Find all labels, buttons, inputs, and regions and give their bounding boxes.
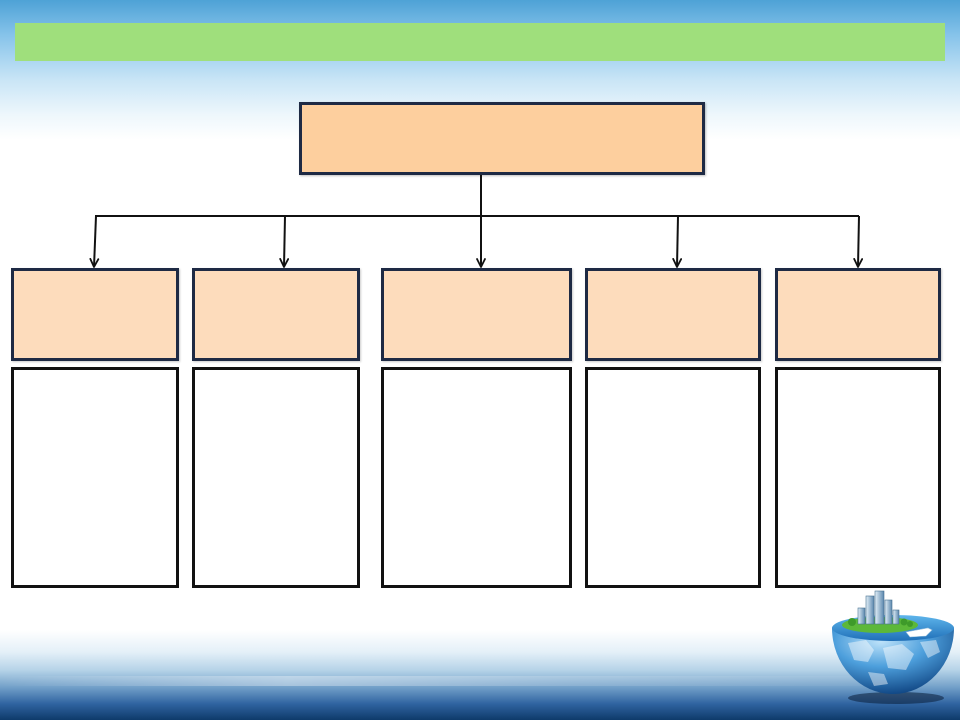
footer-light-streak xyxy=(0,676,960,686)
connector-drop-4 xyxy=(672,215,683,268)
detail-box-2 xyxy=(192,367,360,588)
child-node-4 xyxy=(585,268,761,361)
bowl-body xyxy=(832,628,954,694)
title-bar xyxy=(15,23,945,61)
connector-drop-1 xyxy=(89,215,100,268)
child-node-2 xyxy=(192,268,360,361)
detail-box-5 xyxy=(775,367,941,588)
child-node-1 xyxy=(11,268,179,361)
detail-box-1 xyxy=(11,367,179,588)
detail-box-3 xyxy=(381,367,572,588)
globe-city-bowl-icon xyxy=(832,590,954,704)
bowl-map-patches xyxy=(848,640,940,686)
child-node-3 xyxy=(381,268,572,361)
bowl-shadow xyxy=(848,692,944,704)
connector-drop-5 xyxy=(853,215,864,268)
city-buildings xyxy=(857,590,900,625)
root-node xyxy=(299,102,705,175)
detail-box-4 xyxy=(585,367,761,588)
footer-gradient-band xyxy=(0,630,960,720)
connector-drop-2 xyxy=(279,215,290,268)
island-trees xyxy=(848,618,913,627)
ship-shape xyxy=(905,627,933,638)
child-node-5 xyxy=(775,268,941,361)
